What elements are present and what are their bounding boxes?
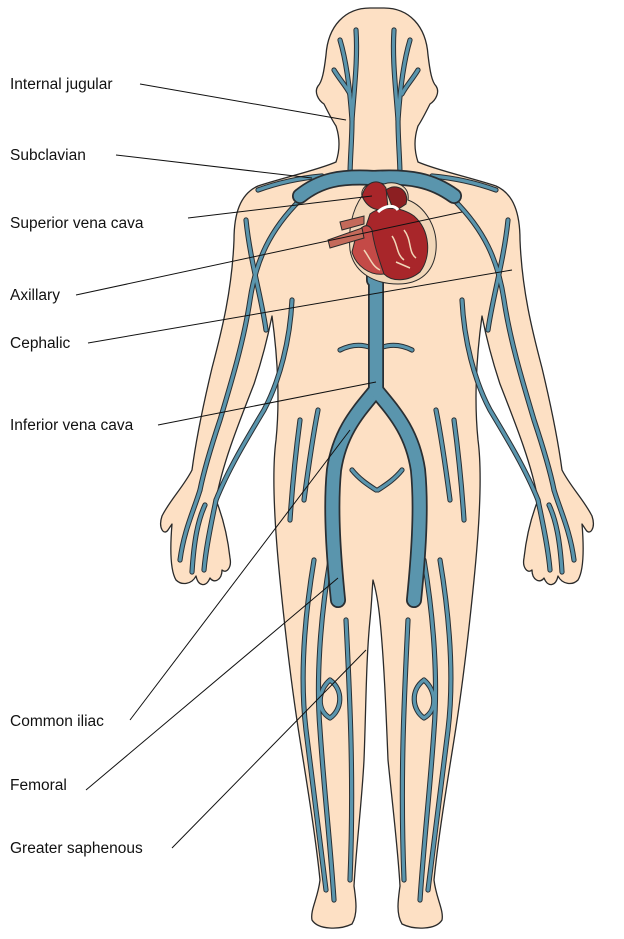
labels: Internal jugular Subclavian Superior ven… bbox=[10, 76, 144, 857]
label-greater-saphenous: Greater saphenous bbox=[10, 840, 143, 857]
body-silhouette bbox=[161, 8, 594, 928]
label-superior-vena-cava: Superior vena cava bbox=[10, 215, 144, 232]
label-inferior-vena-cava: Inferior vena cava bbox=[10, 417, 134, 434]
leader-subclavian bbox=[116, 155, 312, 178]
label-internal-jugular: Internal jugular bbox=[10, 76, 113, 93]
label-cephalic: Cephalic bbox=[10, 335, 71, 352]
leader-internal-jugular bbox=[140, 84, 346, 120]
label-common-iliac: Common iliac bbox=[10, 713, 104, 730]
label-subclavian: Subclavian bbox=[10, 147, 86, 164]
label-femoral: Femoral bbox=[10, 777, 67, 794]
label-axillary: Axillary bbox=[10, 287, 60, 304]
